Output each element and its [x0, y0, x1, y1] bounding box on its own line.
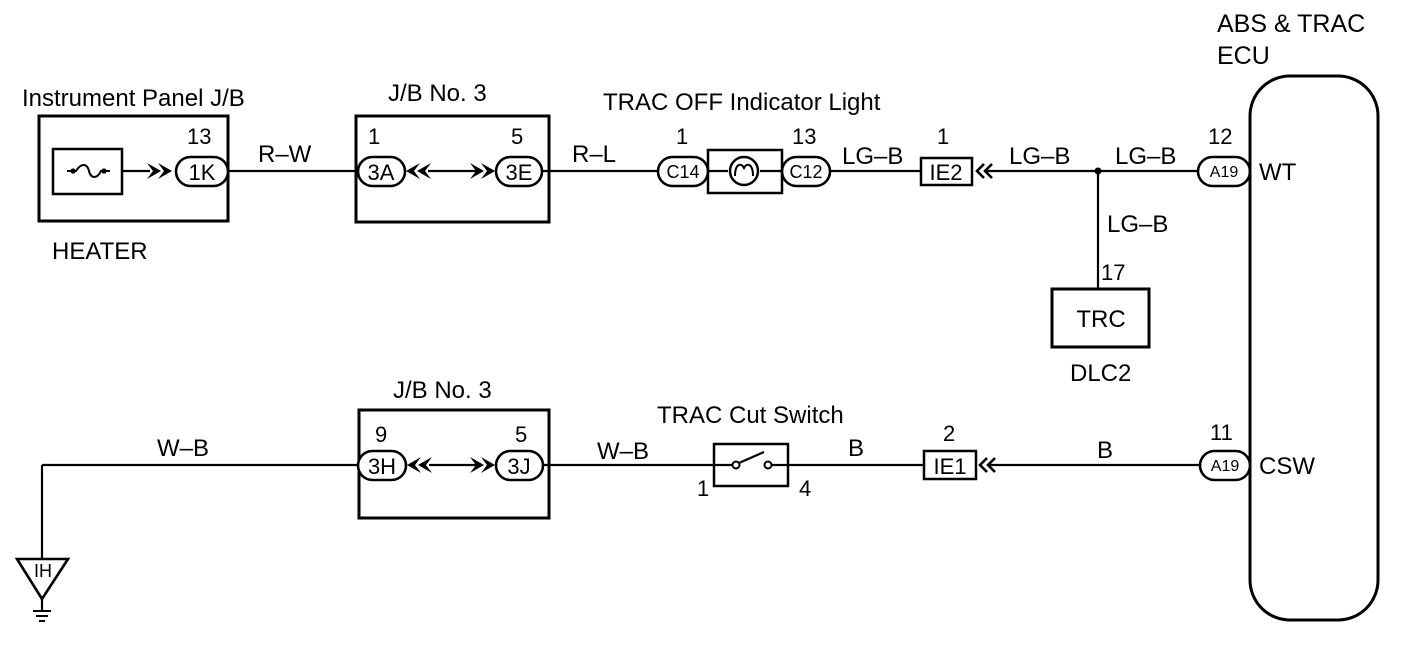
connector-3a [356, 155, 407, 188]
female-terminal-icon [406, 163, 431, 179]
jb3-bottom-label: J/B No. 3 [393, 377, 492, 404]
connector-a19-bottom [1198, 449, 1252, 482]
wire-lg-b-1: LG–B [842, 143, 903, 170]
wire-w-b-2: W–B [597, 438, 649, 465]
connector-c14-label: C14 [666, 162, 699, 182]
pin-3j-5: 5 [515, 422, 527, 447]
pin-ip-13: 13 [187, 124, 211, 149]
connector-c12-label: C12 [789, 162, 822, 182]
connector-3j-label: 3J [507, 454, 530, 479]
dlc2-label: DLC2 [1070, 360, 1131, 387]
dlc2-trc-box [1050, 287, 1151, 349]
connector-ie2 [919, 156, 974, 187]
abs-trac-ecu-box [1248, 74, 1380, 622]
connector-3a-label: 3A [368, 160, 395, 185]
pin-c12-13: 13 [792, 124, 816, 149]
wire-lg-b-3: LG–B [1115, 143, 1176, 170]
wire-lg-b-2: LG–B [1009, 143, 1070, 170]
pin-a19-11: 11 [1210, 420, 1233, 445]
pin-sw-4: 4 [799, 476, 811, 501]
pin-c14-1: 1 [676, 124, 688, 149]
wt-label: WT [1259, 159, 1297, 186]
switch-contact-icon [738, 450, 765, 465]
male-terminal-icon [470, 457, 495, 473]
ecu-label-line2: ECU [1217, 42, 1270, 70]
female-terminal-icon [975, 163, 993, 179]
pin-3a-1: 1 [368, 124, 380, 149]
pin-3h-9: 9 [375, 422, 387, 447]
female-terminal-icon [407, 457, 432, 473]
male-terminal-icon [147, 163, 172, 179]
pin-a19-12: 12 [1208, 124, 1232, 149]
pin-ie1-2: 2 [943, 421, 955, 446]
instrument-panel-jb-label: Instrument Panel J/B [22, 85, 245, 112]
ground-triangle [14, 557, 71, 602]
connector-a19-bottom-label: A19 [1211, 458, 1240, 475]
pin-ie2-1: 1 [937, 124, 949, 149]
connector-3h [356, 449, 408, 482]
ground-ih-label: IH [34, 561, 52, 581]
ground-icon [33, 610, 51, 622]
connector-3e-label: 3E [506, 160, 533, 185]
connector-ie1-label: IE1 [933, 454, 966, 479]
wire-r-w: R–W [258, 141, 312, 168]
wire-w-b-1: W–B [157, 435, 209, 462]
pin-3e-5: 5 [511, 124, 523, 149]
trc-label: TRC [1076, 306, 1125, 333]
fuse-icon [67, 164, 110, 178]
heater-fuse [51, 147, 124, 196]
ecu-label-line1: ABS & TRAC [1217, 10, 1365, 38]
connector-1k-label: 1K [189, 160, 216, 185]
male-terminal-icon [470, 163, 495, 179]
trac-off-light-label: TRAC OFF Indicator Light [603, 89, 881, 116]
bulb-icon [728, 155, 760, 187]
connector-ie1 [922, 449, 978, 481]
bulb-filament [734, 163, 754, 177]
jb3-top-box [354, 114, 551, 224]
connector-3h-label: 3H [368, 454, 396, 479]
jb3-top-label: J/B No. 3 [388, 80, 487, 107]
wire-r-l: R–L [572, 141, 616, 168]
wire-lg-b-4: LG–B [1107, 211, 1168, 238]
wire-b-2: B [1097, 437, 1113, 464]
pin-trc-17: 17 [1101, 260, 1125, 285]
connector-ie2-label: IE2 [929, 160, 962, 185]
heater-label: HEATER [52, 238, 148, 265]
csw-label: CSW [1259, 453, 1315, 480]
trac-cut-switch-label: TRAC Cut Switch [657, 402, 844, 429]
wire-b-1: B [848, 435, 864, 462]
connector-a19-top-label: A19 [1210, 164, 1239, 181]
pin-sw-1: 1 [697, 476, 709, 501]
female-terminal-icon [978, 457, 996, 473]
